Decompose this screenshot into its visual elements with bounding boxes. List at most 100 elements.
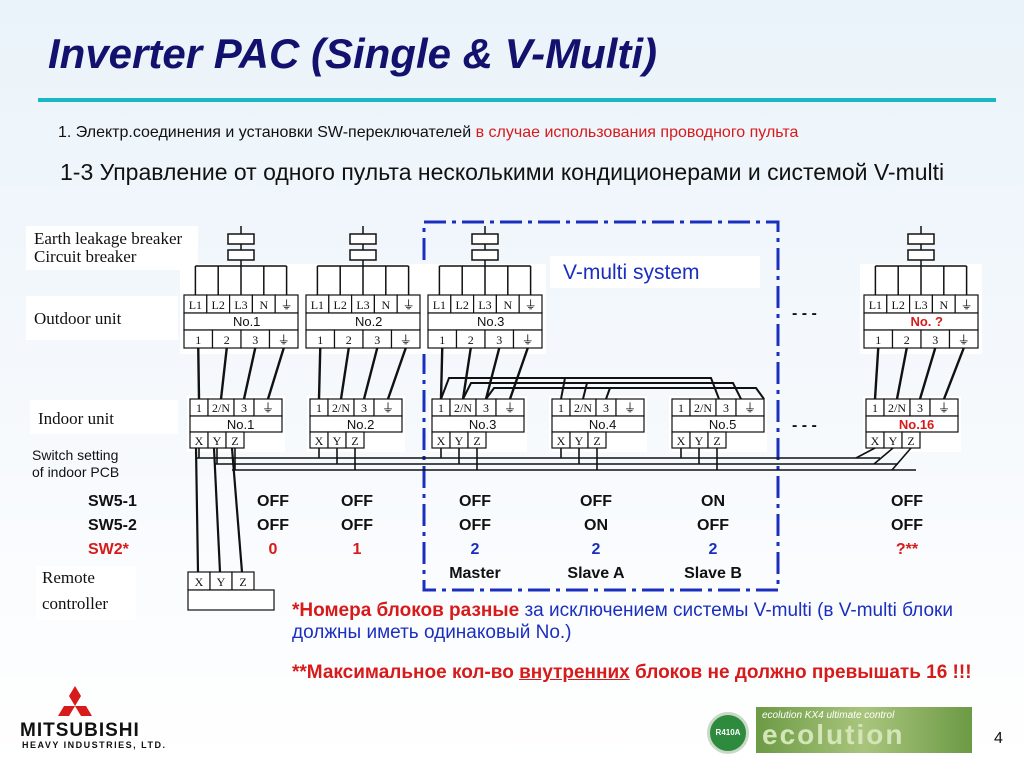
terminal-label: Z <box>473 434 480 448</box>
breaker-icon <box>907 233 935 245</box>
terminal-label: 3 <box>241 401 247 415</box>
switch-setting-label-2: of indoor PCB <box>32 464 119 480</box>
switch-value: OFF <box>697 517 729 534</box>
note2-underlined: внутренних <box>519 662 630 683</box>
terminal-label: 1 <box>316 401 322 415</box>
terminal-label: 1 <box>439 333 445 347</box>
ecolution-banner: ecolution KX4 ultimate control ecolution <box>756 707 972 753</box>
terminal-label: X <box>437 434 446 448</box>
power-cable <box>219 347 228 400</box>
terminal-label: Z <box>713 434 720 448</box>
terminal-label: Y <box>575 434 584 448</box>
remote-terminal-label: Y <box>217 575 226 589</box>
terminal-label: L1 <box>311 298 324 312</box>
indoor-unit-number: No.5 <box>709 417 736 432</box>
power-cable <box>242 347 257 400</box>
terminal-label: 2/N <box>454 401 472 415</box>
power-cable <box>439 347 444 400</box>
terminal-label: L2 <box>334 298 347 312</box>
terminal-label: L3 <box>234 298 247 312</box>
page-title: Inverter PAC (Single & V-Multi) <box>48 30 658 77</box>
r410a-badge-icon: R410A <box>707 712 749 754</box>
remote-cable <box>212 447 222 573</box>
indoor-unit-number: No.2 <box>347 417 374 432</box>
terminal-label: ⏚ <box>961 298 973 312</box>
title-underline <box>38 98 996 102</box>
breaker-label-bg <box>26 226 198 270</box>
switch-name: SW5-2 <box>88 517 137 534</box>
outdoor-unit-number: No.2 <box>355 314 382 329</box>
switch-value: OFF <box>459 493 491 510</box>
terminal-label: N <box>939 298 948 312</box>
outdoor-unit-label: Outdoor unit <box>34 309 122 328</box>
terminal-label: L1 <box>869 298 882 312</box>
section-heading: 1-3 Управление от одного пульта нескольк… <box>60 159 945 185</box>
indoor-unit-number: No.3 <box>469 417 496 432</box>
switch-value: ON <box>701 493 725 510</box>
outdoor-unit-number: No.3 <box>477 314 504 329</box>
note1-text: за исключением системы V-multi (в V-mult… <box>292 600 953 643</box>
switch-value: OFF <box>341 493 373 510</box>
breaker-label-2: Circuit breaker <box>34 247 137 266</box>
terminal-label: X <box>315 434 324 448</box>
outdoor-continuation-dashes: - - - <box>792 305 817 322</box>
note-max-units: **Максимальное кол-во внутренних блоков … <box>292 662 1012 684</box>
switch-name: SW2* <box>88 541 130 558</box>
subtitle-highlight: в случае использования проводного пульта <box>475 124 799 141</box>
terminal-label: Y <box>455 434 464 448</box>
switch-value: ON <box>584 517 608 534</box>
terminal-label: ⏚ <box>262 401 274 415</box>
note1-bold: *Номера блоков разные <box>292 600 520 621</box>
terminal-label: 2/N <box>888 401 906 415</box>
vmulti-branch-cable <box>485 387 765 400</box>
terminal-label: ⏚ <box>522 333 534 347</box>
terminal-label: Y <box>889 434 898 448</box>
terminal-label: L3 <box>478 298 491 312</box>
terminal-label: ⏚ <box>744 401 756 415</box>
vmulti-label-bg <box>550 256 760 288</box>
outdoor-label-bg <box>26 296 178 340</box>
switch-value: OFF <box>580 493 612 510</box>
power-cable <box>942 347 965 400</box>
terminal-label: 3 <box>932 333 938 347</box>
terminal-label: L3 <box>914 298 927 312</box>
terminal-label: 3 <box>723 401 729 415</box>
power-cable <box>339 347 350 400</box>
power-cable <box>873 347 880 400</box>
terminal-label: 2 <box>224 333 230 347</box>
terminal-label: 1 <box>196 401 202 415</box>
power-cable <box>266 347 285 400</box>
switch-setting-label-1: Switch setting <box>32 447 118 463</box>
terminal-label: ⏚ <box>403 298 415 312</box>
breaker-icon <box>349 249 377 261</box>
switch-name: SW5-1 <box>88 493 137 510</box>
terminal-label: 1 <box>438 401 444 415</box>
signal-drop <box>873 447 894 465</box>
breaker-icon <box>227 233 255 245</box>
terminal-label: L2 <box>212 298 225 312</box>
power-cable <box>918 347 937 400</box>
switch-value: OFF <box>891 517 923 534</box>
vmulti-boundary <box>422 220 780 592</box>
subtitle-text: 1. Электр.соединения и установки SW-пере… <box>58 124 476 141</box>
note2-part2: блоков не должно превышать 16 !!! <box>629 662 972 683</box>
terminal-label: Z <box>907 434 914 448</box>
brand-name: MITSUBISHI <box>20 720 140 741</box>
terminal-label: Z <box>593 434 600 448</box>
breaker-icon <box>907 249 935 261</box>
breaker-icon <box>471 249 499 261</box>
terminal-label: ⏚ <box>525 298 537 312</box>
terminal-label: 3 <box>483 401 489 415</box>
switch-value: 2 <box>709 541 718 558</box>
outdoor-unit-number: No.1 <box>233 314 260 329</box>
outdoor-unit-number: No. ? <box>910 314 943 329</box>
note2-part1: **Максимальное кол-во <box>292 662 520 683</box>
page-number: 4 <box>994 730 1003 747</box>
